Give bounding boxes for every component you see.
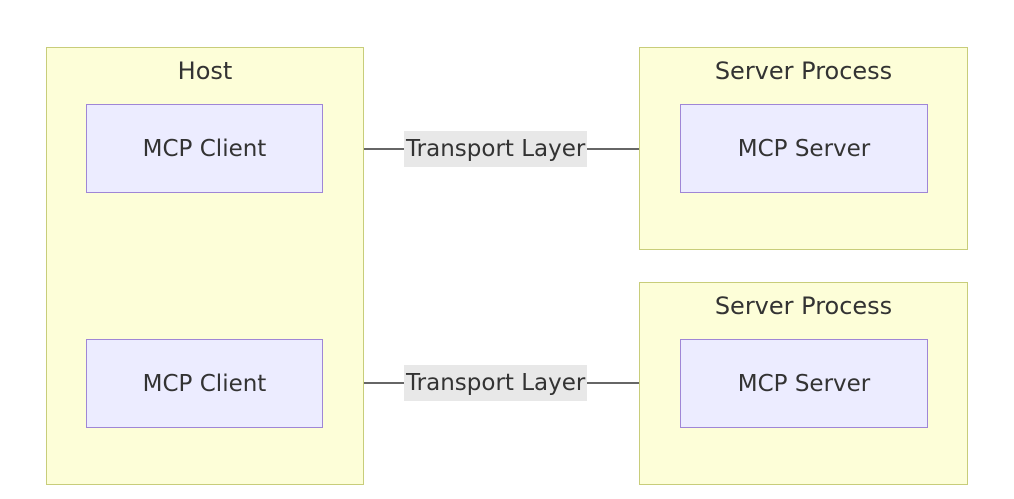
transport-layer-label-2: Transport Layer xyxy=(404,365,588,401)
server-process-title: Server Process xyxy=(714,57,893,85)
host-title: Host xyxy=(177,57,233,85)
mcp-client-label: MCP Client xyxy=(142,370,267,397)
mcp-server-node-1: MCP Server xyxy=(680,104,928,193)
mcp-client-node-2: MCP Client xyxy=(86,339,323,428)
mcp-server-label: MCP Server xyxy=(737,370,871,397)
transport-layer-label-1: Transport Layer xyxy=(404,131,588,167)
mcp-server-node-2: MCP Server xyxy=(680,339,928,428)
mcp-server-label: MCP Server xyxy=(737,135,871,162)
mcp-client-node-1: MCP Client xyxy=(86,104,323,193)
server-process-title: Server Process xyxy=(714,292,893,320)
mcp-client-label: MCP Client xyxy=(142,135,267,162)
